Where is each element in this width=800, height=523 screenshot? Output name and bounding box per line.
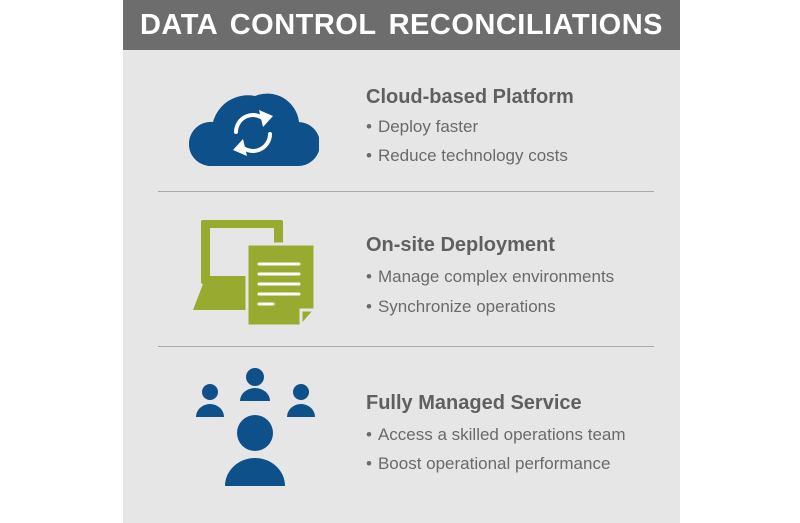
feature-title: Fully Managed Service (366, 392, 582, 414)
bullet-marker: • (366, 297, 372, 316)
team-people-icon (196, 368, 315, 486)
bullet-marker: • (366, 267, 372, 286)
list-item: • Synchronize operations (366, 297, 556, 317)
bullet-marker: • (366, 117, 372, 136)
header-bar: DATA CONTROL RECONCILIATIONS (123, 0, 680, 50)
feature-title: Cloud-based Platform (366, 86, 574, 108)
infographic-panel: DATA CONTROL RECONCILIATIONS Cloud-based… (123, 0, 680, 523)
section-fully-managed-service: Fully Managed Service • Access a skilled … (123, 347, 680, 523)
bullet-marker: • (366, 454, 372, 473)
divider (158, 346, 654, 347)
divider (158, 191, 654, 192)
bullet-marker: • (366, 425, 372, 444)
list-item: • Manage complex environments (366, 267, 614, 287)
cloud-sync-icon (189, 93, 319, 167)
page-title: DATA CONTROL RECONCILIATIONS (139, 8, 664, 41)
bullet-text: Deploy faster (377, 117, 479, 136)
laptop-document-icon (193, 220, 317, 328)
bullet-text: Reduce technology costs (377, 146, 568, 165)
list-item: • Access a skilled operations team (366, 425, 626, 445)
list-item: • Boost operational performance (366, 454, 610, 474)
section-cloud-platform: Cloud-based Platform • Deploy faster • Red… (123, 0, 680, 190)
bullet-marker: • (366, 146, 372, 165)
section-onsite-deployment: On-site Deployment • Manage complex envir… (123, 192, 680, 347)
bullet-text: Synchronize operations (377, 297, 556, 316)
bullet-text: Boost operational performance (377, 454, 611, 473)
bullet-text: Manage complex environments (377, 267, 615, 286)
bullet-text: Access a skilled operations team (377, 425, 626, 444)
list-item: • Reduce technology costs (366, 146, 568, 166)
feature-title: On-site Deployment (366, 234, 555, 256)
list-item: • Deploy faster (366, 117, 478, 137)
